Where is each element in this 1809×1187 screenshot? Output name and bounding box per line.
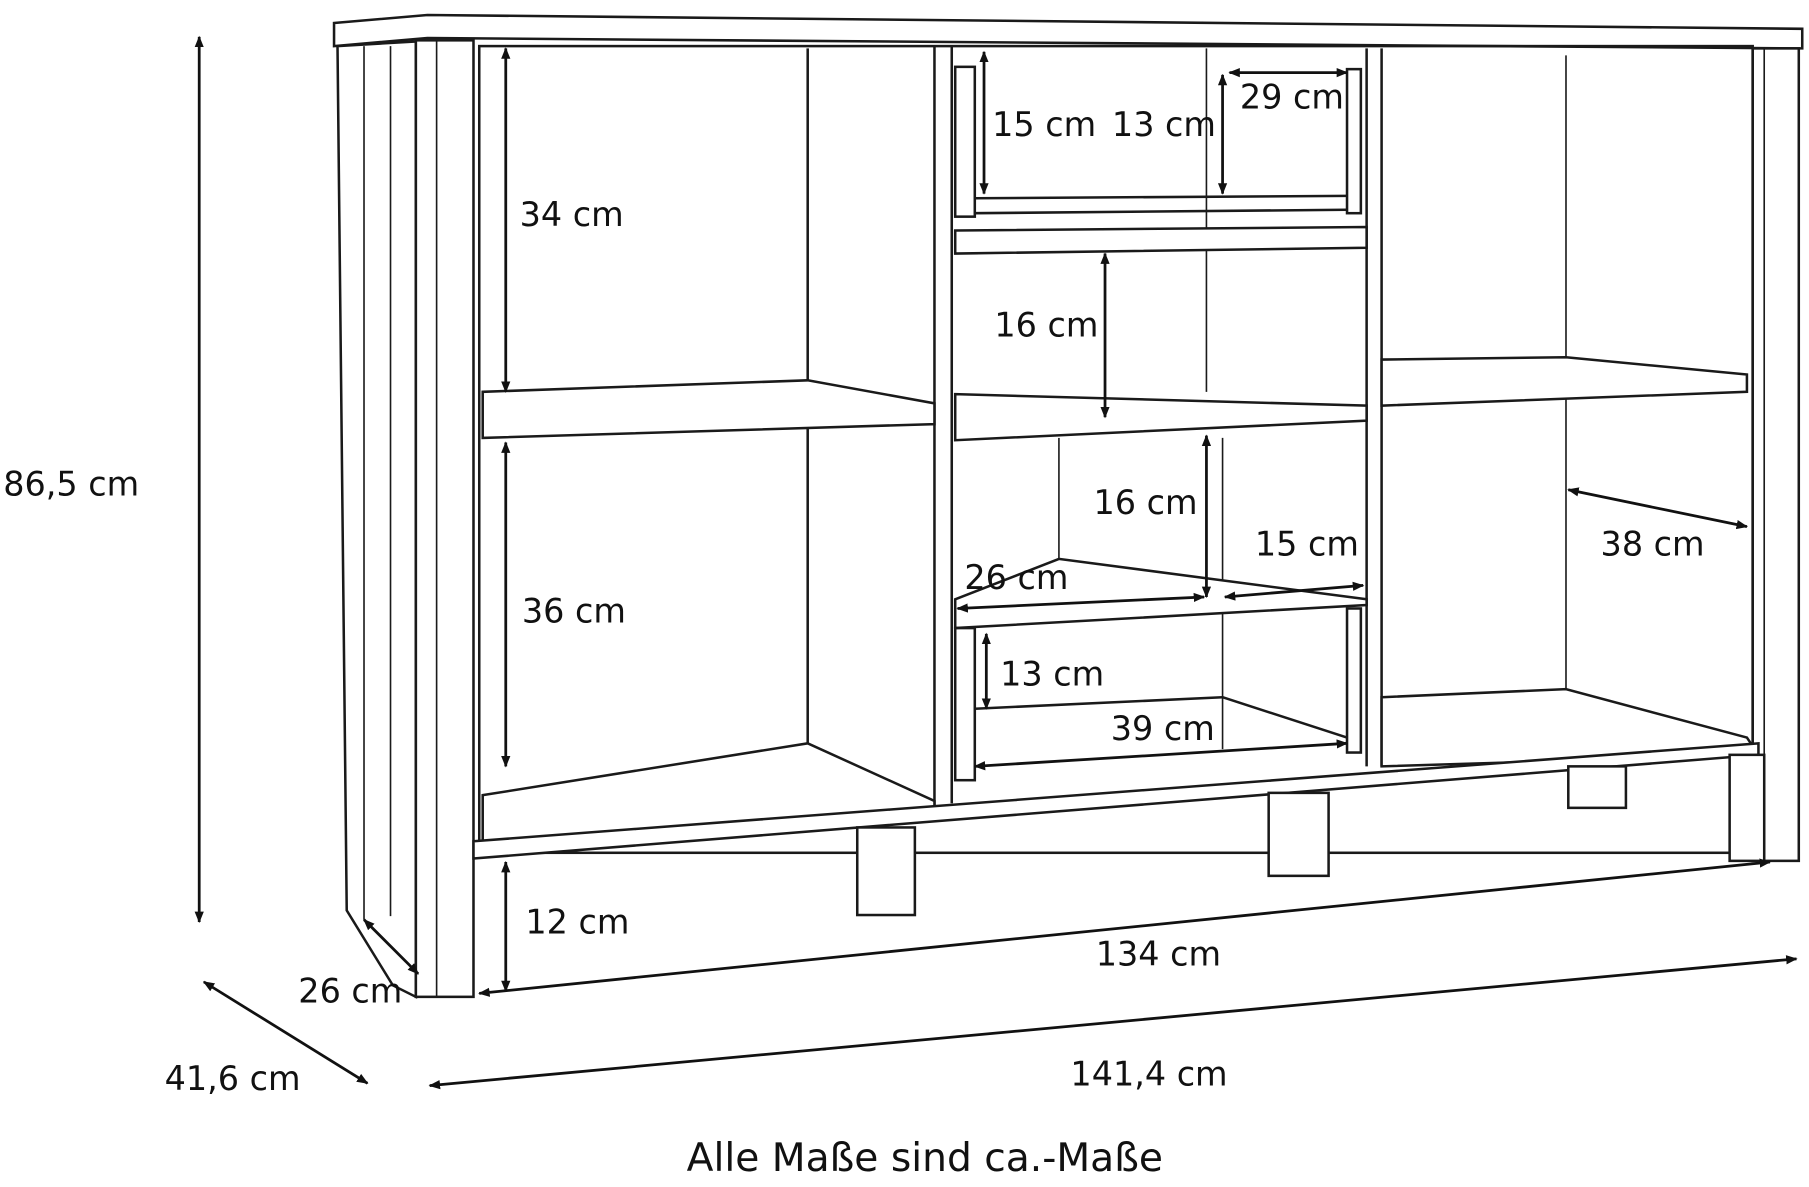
label-middle-lower: 16 cm [1093,483,1197,522]
label-plinth-height: 12 cm [525,902,629,941]
label-depth-base: 26 cm [298,972,402,1011]
dimension-labels: 86,5 cm 26 cm 41,6 cm 134 cm 141,4 cm 12… [3,77,1704,1181]
label-left-lower: 36 cm [522,591,626,630]
label-bottom-drawer-depth: 39 cm [1111,709,1215,748]
label-total-depth: 41,6 cm [165,1059,301,1098]
label-middle-shelf-depth: 15 cm [1255,524,1359,563]
label-middle-upper: 16 cm [994,306,1098,345]
label-top-drawer-outer: 15 cm [992,105,1096,144]
dimension-lines [194,35,1798,1090]
label-inner-width: 134 cm [1096,935,1221,974]
label-middle-shelf-width: 26 cm [964,558,1068,597]
label-bottom-drawer-height: 13 cm [1000,655,1104,694]
sideboard-outline [332,13,1804,999]
label-right-depth: 38 cm [1601,524,1705,563]
label-left-upper: 34 cm [520,195,624,234]
label-total-width: 141,4 cm [1070,1055,1227,1094]
label-top-drawer-inner: 13 cm [1112,105,1216,144]
label-total-height: 86,5 cm [3,465,139,504]
label-top-drawer-depth: 29 cm [1240,77,1344,116]
caption: Alle Maße sind ca.-Maße [687,1136,1163,1181]
